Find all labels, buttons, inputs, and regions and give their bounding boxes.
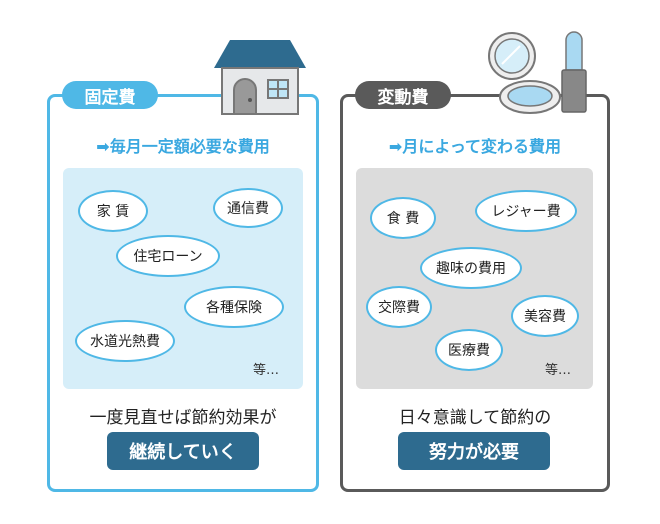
fixed-cost-subtitle: ➡毎月一定額必要な費用 <box>96 137 270 156</box>
item-leisure: レジャー費 <box>475 190 577 232</box>
item-medical: 医療費 <box>435 329 503 371</box>
variable-highlight-badge: 努力が必要 <box>398 432 550 470</box>
item-insurance: 各種保険 <box>184 286 284 328</box>
item-food: 食 費 <box>370 197 436 239</box>
fixed-highlight-badge: 継続していく <box>107 432 259 470</box>
item-utilities: 水道光熱費 <box>75 320 175 362</box>
item-social: 交際費 <box>366 286 432 328</box>
item-beauty: 美容費 <box>511 295 579 337</box>
item-hobby: 趣味の費用 <box>420 247 522 289</box>
cosmetics-icon <box>488 31 587 114</box>
item-mortgage: 住宅ローン <box>116 235 220 277</box>
variable-cost-tag: 変動費 <box>355 81 451 109</box>
fixed-cost-tag: 固定費 <box>62 81 158 109</box>
variable-etc: 等… <box>545 363 572 378</box>
house-icon <box>214 40 306 115</box>
item-rent: 家 賃 <box>78 190 148 232</box>
fixed-footer: 一度見直せば節約効果が <box>89 408 277 428</box>
variable-footer: 日々意識して節約の <box>398 408 552 428</box>
variable-cost-subtitle: ➡月によって変わる費用 <box>388 137 562 156</box>
item-telecom: 通信費 <box>213 188 283 228</box>
fixed-cost-panel <box>47 94 319 492</box>
fixed-etc: 等… <box>253 363 280 378</box>
variable-cost-panel <box>340 94 610 492</box>
